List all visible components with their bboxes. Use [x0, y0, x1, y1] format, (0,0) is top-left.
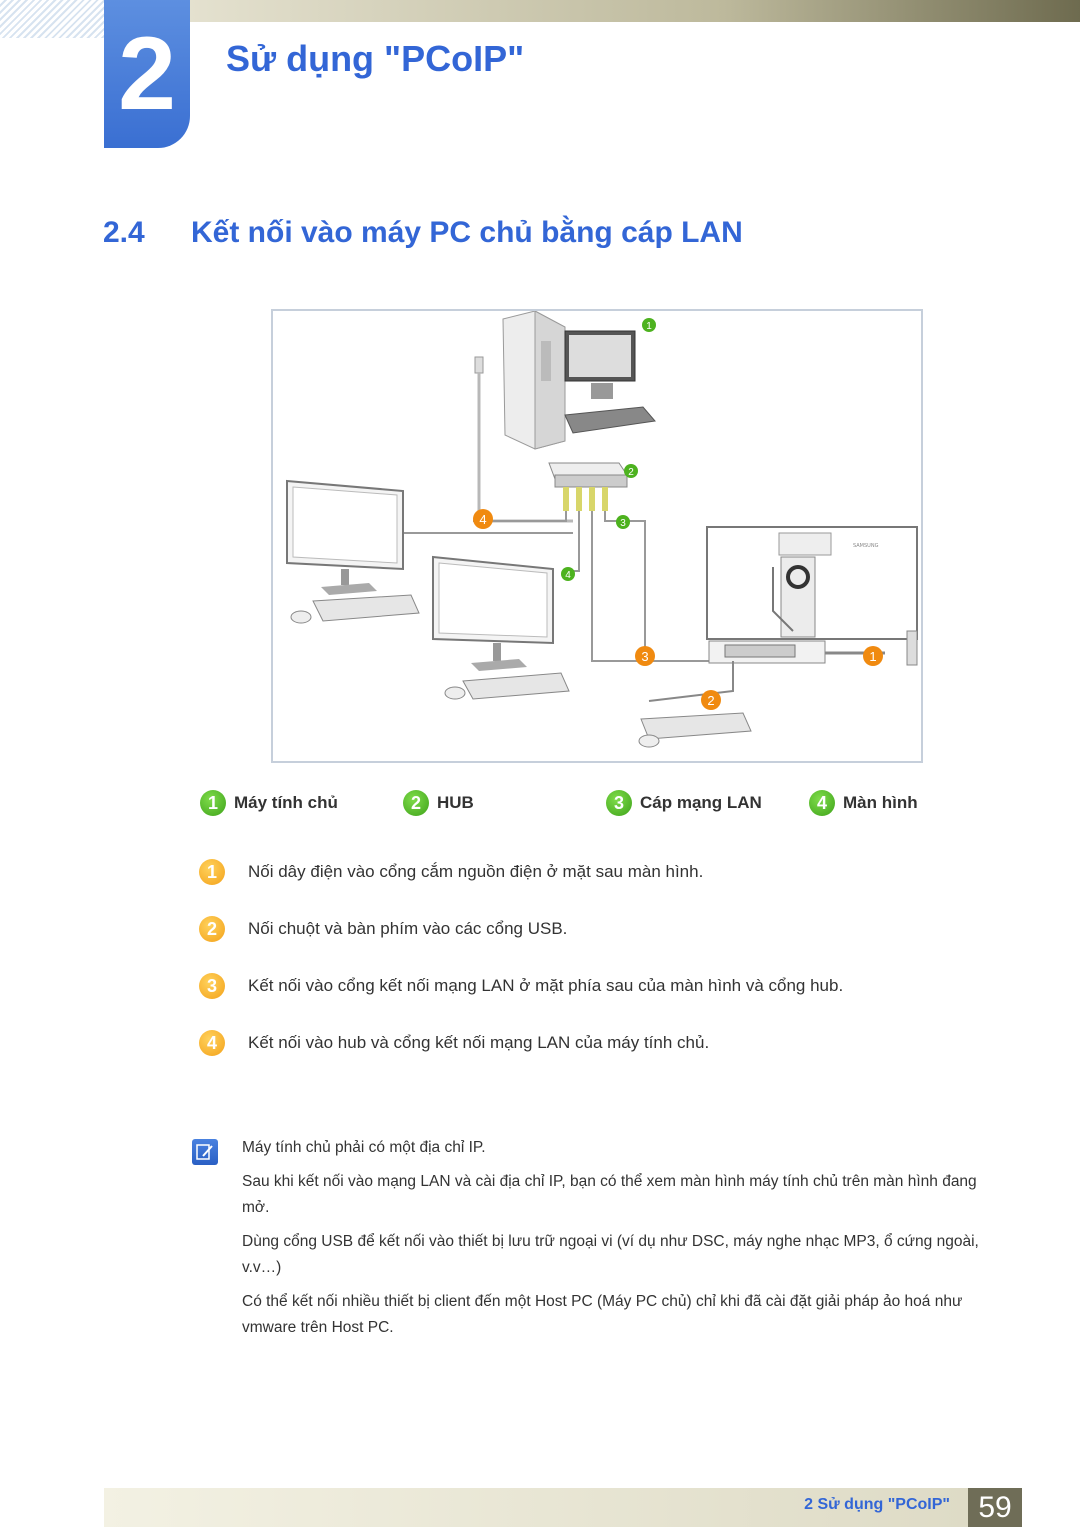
- svg-text:4: 4: [565, 570, 571, 581]
- step-item: 4 Kết nối vào hub và cổng kết nối mạng L…: [199, 1030, 709, 1056]
- legend-lan-cable: 3 Cáp mạng LAN: [606, 790, 762, 816]
- svg-text:1: 1: [646, 321, 652, 332]
- diagram-callout-1-top: 1: [642, 318, 656, 332]
- connection-illustration: SAMSUNG 1 2 3 4: [286, 311, 918, 748]
- diagram-callout-3-bottom: 3: [635, 646, 655, 666]
- step-item: 2 Nối chuột và bàn phím vào các cổng USB…: [199, 916, 567, 942]
- client-monitor-back-icon: SAMSUNG: [638, 526, 918, 748]
- diagram-callout-4-mid: 4: [561, 567, 575, 581]
- step-badge: 3: [199, 973, 225, 999]
- header-decor-stripe: [0, 0, 104, 38]
- legend-label: Cáp mạng LAN: [640, 793, 762, 812]
- step-text: Kết nối vào cổng kết nối mạng LAN ở mặt …: [248, 976, 844, 995]
- chapter-title: Sử dụng "PCoIP": [226, 38, 525, 79]
- legend-badge: 2: [403, 790, 429, 816]
- step-badge: 4: [199, 1030, 225, 1056]
- svg-text:4: 4: [479, 512, 486, 527]
- step-text: Nối chuột và bàn phím vào các cổng USB.: [248, 919, 568, 938]
- step-text: Kết nối vào hub và cổng kết nối mạng LAN…: [248, 1033, 710, 1052]
- diagram-callout-3-top: 3: [616, 515, 630, 529]
- chapter-number-box: 2: [104, 0, 190, 148]
- note-paragraph: Máy tính chủ phải có một địa chỉ IP.: [242, 1139, 486, 1156]
- legend-badge: 3: [606, 790, 632, 816]
- legend-badge: 4: [809, 790, 835, 816]
- section-number: 2.4: [103, 216, 145, 249]
- step-item: 1 Nối dây điện vào cổng cắm nguồn điện ở…: [199, 859, 703, 885]
- footer-bar: [104, 1488, 968, 1527]
- legend-label: Màn hình: [843, 793, 918, 812]
- note-paragraph: Dùng cổng USB để kết nối vào thiết bị lư…: [242, 1233, 979, 1276]
- note-paragraph: Sau khi kết nối vào mạng LAN và cài địa …: [242, 1173, 977, 1216]
- legend-badge: 1: [200, 790, 226, 816]
- svg-text:1: 1: [869, 649, 876, 664]
- step-text: Nối dây điện vào cổng cắm nguồn điện ở m…: [248, 862, 704, 881]
- hub-icon: [548, 462, 628, 511]
- legend-hub: 2 HUB: [403, 790, 474, 816]
- svg-text:3: 3: [641, 649, 648, 664]
- footer-chapter-label: 2 Sử dụng "PCoIP": [804, 1496, 950, 1513]
- step-item: 3 Kết nối vào cổng kết nối mạng LAN ở mặ…: [199, 973, 843, 999]
- diagram-callout-2-top: 2: [624, 464, 638, 478]
- note-paragraph: Có thể kết nối nhiều thiết bị client đến…: [242, 1293, 963, 1336]
- client-monitor-2-icon: [432, 555, 570, 700]
- legend-host-pc: 1 Máy tính chủ: [200, 790, 338, 816]
- samsung-logo: SAMSUNG: [853, 543, 879, 549]
- diagram-callout-1-bottom: 1: [863, 646, 883, 666]
- diagram-callout-4-left: 4: [473, 509, 493, 529]
- header-bar: [190, 0, 1080, 22]
- legend-label: Máy tính chủ: [234, 793, 338, 812]
- diagram-callout-2-bottom: 2: [701, 690, 721, 710]
- step-badge: 2: [199, 916, 225, 942]
- note-icon: [192, 1139, 218, 1165]
- step-badge: 1: [199, 859, 225, 885]
- host-pc-icon: [502, 311, 656, 450]
- connection-diagram: SAMSUNG 1 2 3 4: [271, 309, 923, 763]
- svg-text:2: 2: [628, 467, 634, 478]
- page-number: 59: [968, 1488, 1022, 1527]
- client-monitor-1-icon: [286, 479, 420, 624]
- legend-monitor: 4 Màn hình: [809, 790, 918, 816]
- section-title: Kết nối vào máy PC chủ bằng cáp LAN: [191, 216, 743, 249]
- svg-text:2: 2: [707, 693, 714, 708]
- svg-text:3: 3: [620, 518, 626, 529]
- section-heading: 2.4 Kết nối vào máy PC chủ bằng cáp LAN: [103, 216, 743, 250]
- legend-label: HUB: [437, 793, 474, 812]
